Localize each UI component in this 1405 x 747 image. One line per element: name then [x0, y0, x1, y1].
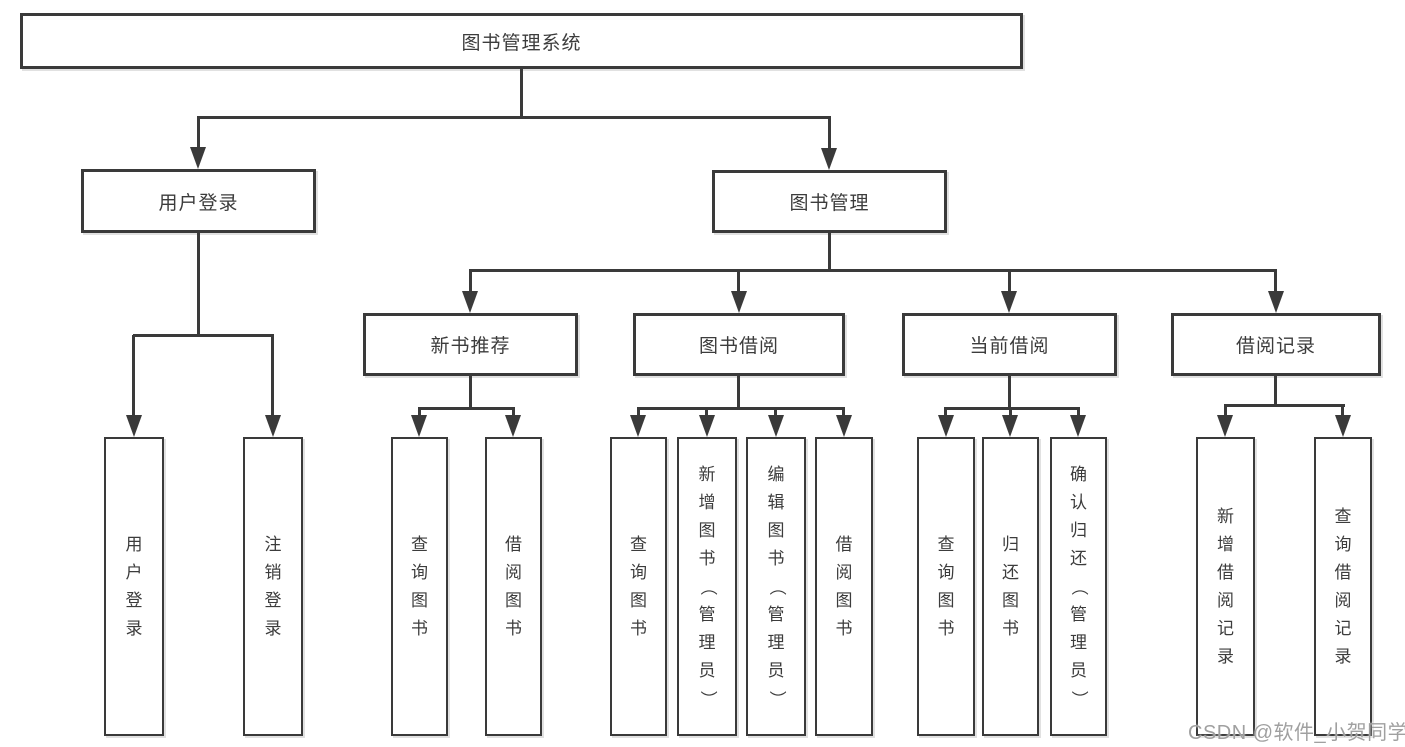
- connector-leaf: [944, 408, 947, 417]
- connector-leaf: [1341, 405, 1344, 417]
- arrow-down-icon: [265, 415, 281, 437]
- connector-to-book-borrow: [737, 270, 740, 292]
- arrow-down-icon: [821, 148, 837, 170]
- node-library-system: 图书管理系统: [20, 13, 1023, 69]
- csdn-watermark: CSDN @软件_小贺同学: [1188, 722, 1405, 744]
- connector-leaf: [1009, 408, 1012, 417]
- connector-new-book-bar: [418, 407, 515, 410]
- connector-root-stem: [520, 67, 523, 118]
- connector-borrow-records-stem: [1274, 375, 1277, 406]
- arrow-down-icon: [126, 415, 142, 437]
- leaf-borrow-books-recommend: 借阅图书: [485, 437, 542, 736]
- connector-current-borrow-bar: [944, 407, 1080, 410]
- node-user-login: 用户登录: [81, 169, 316, 233]
- connector-to-borrow-records: [1274, 270, 1277, 292]
- leaf-add-book-admin: 新增图书（管理员）: [677, 437, 737, 736]
- arrow-down-icon: [1001, 291, 1017, 313]
- leaf-edit-book-admin: 编辑图书（管理员）: [746, 437, 806, 736]
- leaf-query-books-recommend: 查询图书: [391, 437, 448, 736]
- connector-user-login-stem: [197, 232, 200, 336]
- connector-book-borrow-stem: [737, 375, 740, 409]
- arrow-down-icon: [836, 415, 852, 437]
- connector-to-user-login: [197, 117, 200, 148]
- connector-level3-bar: [469, 269, 1277, 272]
- leaf-query-books-borrowing: 查询图书: [610, 437, 667, 736]
- arrow-down-icon: [190, 147, 206, 169]
- connector-to-leaf-user-login: [132, 335, 135, 416]
- connector-new-book-stem: [469, 375, 472, 409]
- node-borrow-records: 借阅记录: [1171, 313, 1381, 376]
- connector-book-mgmt-stem: [828, 232, 831, 271]
- connector-leaf: [842, 408, 845, 417]
- arrow-down-icon: [1217, 415, 1233, 437]
- connector-leaf: [705, 408, 708, 417]
- leaf-query-books-current: 查询图书: [917, 437, 975, 736]
- arrow-down-icon: [1268, 291, 1284, 313]
- arrow-down-icon: [411, 415, 427, 437]
- leaf-return-book: 归还图书: [982, 437, 1039, 736]
- leaf-user-login: 用户登录: [104, 437, 164, 736]
- connector-to-leaf-logout: [271, 335, 274, 416]
- leaf-add-borrow-record: 新增借阅记录: [1196, 437, 1255, 736]
- connector-user-login-bar: [133, 334, 274, 337]
- node-book-borrowing: 图书借阅: [633, 313, 845, 376]
- arrow-down-icon: [630, 415, 646, 437]
- connector-leaf: [512, 408, 515, 417]
- arrow-down-icon: [1335, 415, 1351, 437]
- arrow-down-icon: [731, 291, 747, 313]
- arrow-down-icon: [1002, 415, 1018, 437]
- node-book-management: 图书管理: [712, 170, 947, 233]
- connector-leaf: [1224, 405, 1227, 417]
- connector-leaf: [637, 408, 640, 417]
- connector-book-borrow-bar: [637, 407, 845, 410]
- leaf-confirm-return-admin: 确认归还（管理员）: [1050, 437, 1107, 736]
- connector-to-current-borrow: [1008, 270, 1011, 292]
- arrow-down-icon: [462, 291, 478, 313]
- connector-leaf: [418, 408, 421, 417]
- connector-to-book-management: [828, 117, 831, 149]
- connector-current-borrow-stem: [1008, 375, 1011, 409]
- leaf-borrow-books-borrowing: 借阅图书: [815, 437, 873, 736]
- arrow-down-icon: [768, 415, 784, 437]
- node-current-borrowing: 当前借阅: [902, 313, 1117, 376]
- connector-borrow-records-bar: [1224, 404, 1345, 407]
- arrow-down-icon: [699, 415, 715, 437]
- connector-level2-bar: [197, 116, 831, 119]
- leaf-query-borrow-record: 查询借阅记录: [1314, 437, 1372, 736]
- arrow-down-icon: [505, 415, 521, 437]
- connector-leaf: [1077, 408, 1080, 417]
- connector-to-new-book: [469, 270, 472, 292]
- leaf-logout-login: 注销登录: [243, 437, 303, 736]
- arrow-down-icon: [938, 415, 954, 437]
- connector-leaf: [774, 408, 777, 417]
- arrow-down-icon: [1070, 415, 1086, 437]
- node-new-book-recommend: 新书推荐: [363, 313, 578, 376]
